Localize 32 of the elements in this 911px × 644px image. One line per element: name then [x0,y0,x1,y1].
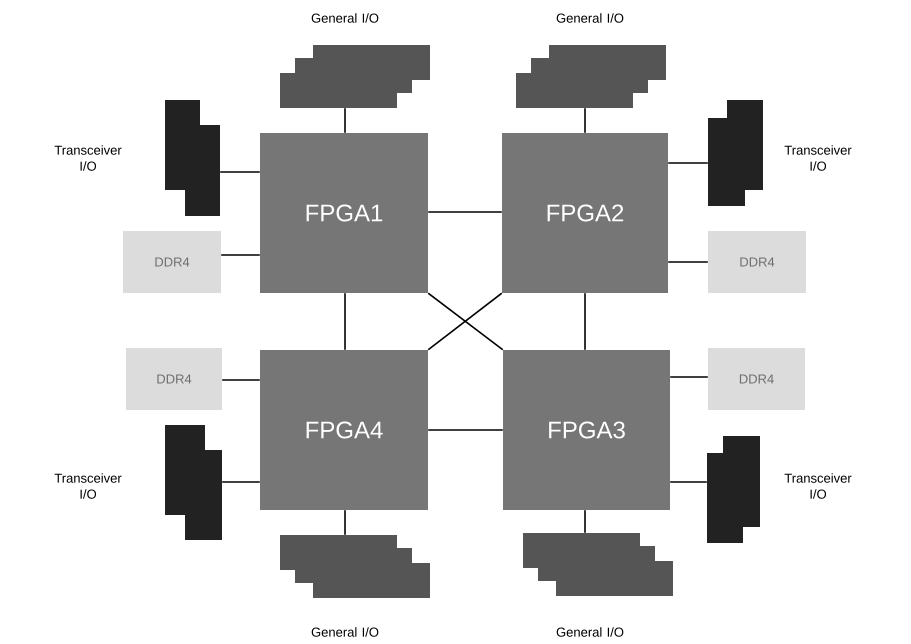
connector-label: General I/O [556,13,624,23]
connector-label: Transceiver I/O [54,145,122,171]
fpga-chip-box: FPGA4 [260,350,428,510]
connection-line [670,376,708,378]
connection-line [344,108,346,133]
connector-label: Transceiver I/O [784,145,852,171]
connector-label: General I/O [312,13,378,23]
memory-box: DDR4 [126,348,222,410]
connection-line [221,254,260,256]
memory-box: DDR4 [123,231,221,293]
connection-line [222,379,260,381]
connector-label: General I/O [312,627,378,637]
connector-label: Transceiver I/O [54,473,122,499]
memory-box: DDR4 [708,231,806,293]
fpga-chip-box: FPGA3 [503,350,670,510]
connection-line [428,211,502,213]
connection-line [668,162,708,164]
connection-line [670,481,707,483]
connector-label: General I/O [556,627,624,637]
connection-line [344,510,346,535]
fpga-chip-box: FPGA1 [260,133,428,293]
connector-label: Transceiver I/O [784,473,852,499]
connection-line [344,293,346,350]
connection-line [584,510,586,533]
fpga-chip-box: FPGA2 [502,133,668,293]
connection-line [668,261,708,263]
connection-line [428,429,503,431]
connection-line [220,171,260,173]
connection-line [222,481,260,483]
connection-line [584,293,586,350]
connection-line [584,108,586,133]
memory-box: DDR4 [708,348,805,410]
